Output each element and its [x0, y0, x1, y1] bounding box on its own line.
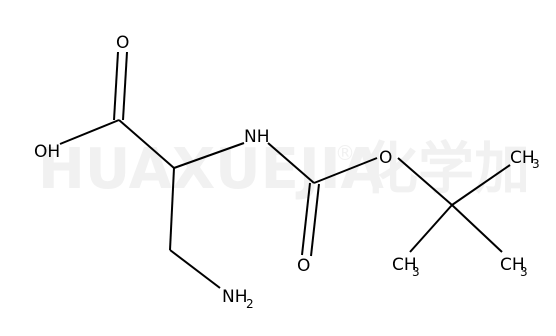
ch3-bottom-right-main: CH: [500, 255, 525, 275]
bond-carbamate-ester-o: [313, 157, 378, 184]
ch3-bottom-right-sub: 3: [520, 265, 528, 279]
bond-nh-carbamate: [267, 142, 315, 184]
bond-quaternary-ch3-left: [409, 204, 453, 253]
atom-label-carbonyl-o-bottom: O: [297, 256, 310, 276]
atom-label-ch3-bottom-right: CH 3: [500, 255, 528, 279]
atom-label-hydroxyl: OH: [34, 142, 60, 162]
bonds: [59, 51, 511, 289]
amine-main: NH: [222, 287, 248, 307]
ch3-top-right-sub: 3: [532, 157, 540, 171]
atom-label-ch3-bottom-left: CH 3: [392, 255, 420, 279]
watermark-text: HUAXUEJIA: [38, 137, 385, 202]
ch3-bottom-left-sub: 3: [412, 265, 420, 279]
atom-label-ester-o: O: [379, 148, 392, 168]
atom-label-amide-nh: NH: [244, 127, 270, 147]
bond-ch2-nh2: [169, 249, 221, 289]
atom-label-ch3-top-right: CH 3: [510, 148, 540, 171]
bond-carboxyl-double-b: [122, 51, 128, 121]
ch3-top-right-main: CH: [510, 148, 535, 168]
bond-alpha-nh: [173, 142, 245, 169]
atom-label-amine: NH 2: [222, 287, 254, 311]
bond-ester-o-quaternary: [397, 157, 453, 206]
amine-sub: 2: [246, 297, 254, 311]
watermark: HUAXUEJIA ® 化学加: [38, 137, 530, 202]
bond-quaternary-ch3-right: [451, 204, 503, 253]
atom-label-carbonyl-o-top: O: [116, 33, 129, 53]
bond-carboxyl-double-a: [113, 51, 119, 121]
watermark-registered-mark: ®: [335, 141, 355, 165]
atom-labels: O OH NH O O CH 3 CH 3 CH 3 NH 2: [34, 33, 540, 311]
bond-carbamate-double-b: [310, 183, 320, 257]
bond-cooh-alpha: [118, 119, 175, 169]
ch3-bottom-left-main: CH: [392, 255, 417, 275]
bond-quaternary-ch3-top: [451, 164, 511, 206]
bond-carbamate-double-a: [301, 182, 311, 256]
bond-alpha-ch2: [169, 167, 175, 251]
bond-c-oh: [59, 119, 120, 145]
